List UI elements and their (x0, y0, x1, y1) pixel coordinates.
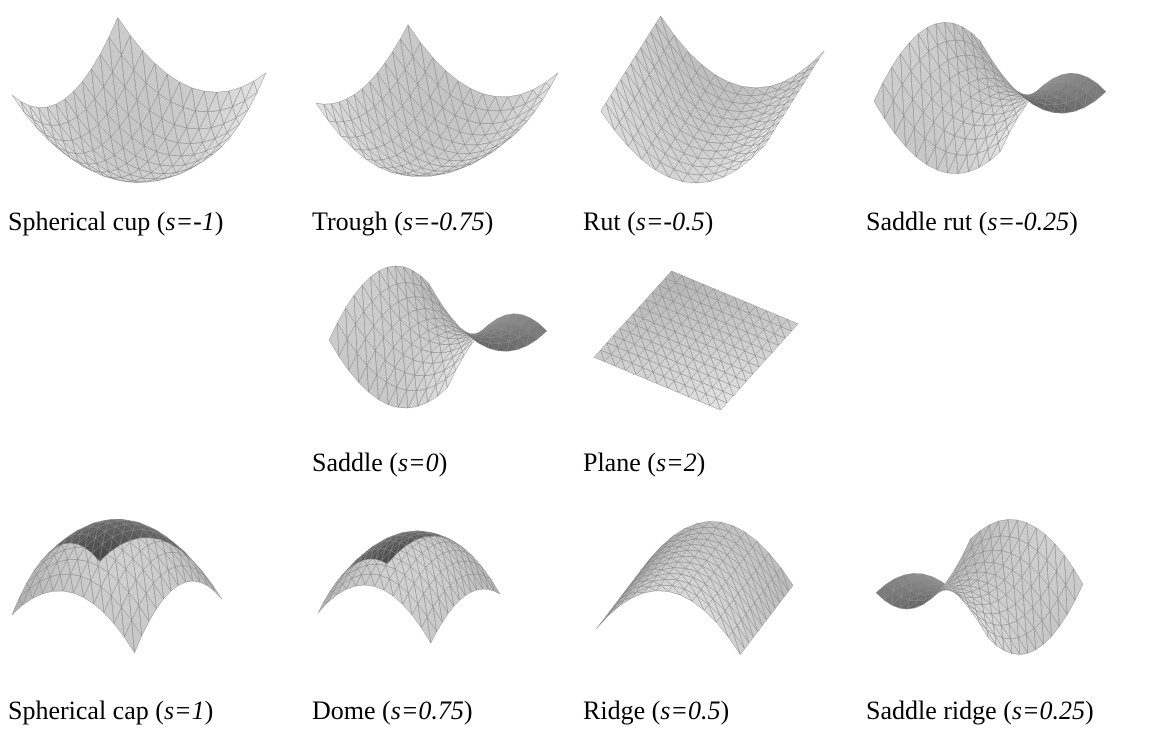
caption-dome: Dome (s=0.75) (312, 696, 473, 726)
mesh-triangle (212, 584, 222, 600)
mesh-triangle (1074, 569, 1083, 601)
caption-spherical-cup: Spherical cup (s=-1) (8, 207, 223, 237)
saddle-rut-surface (870, 8, 1110, 188)
panel-spherical-cap (8, 496, 226, 676)
caption-spherical-cap: Spherical cap (s=1) (8, 696, 213, 726)
caption-plane: Plane (s=2) (583, 448, 705, 478)
panel-saddle (312, 262, 564, 412)
rut-surface (590, 12, 835, 187)
saddle-ridge-surface (872, 502, 1087, 672)
caption-rut: Rut (s=-0.5) (583, 207, 713, 237)
mesh-triangle (596, 616, 608, 629)
panel-saddle-rut (870, 8, 1110, 188)
dome-surface (314, 496, 504, 678)
panel-ridge (592, 500, 797, 676)
panel-spherical-cup (8, 10, 270, 190)
panel-saddle-ridge (872, 502, 1087, 672)
caption-trough: Trough (s=-0.75) (312, 207, 493, 237)
trough-surface (312, 8, 562, 193)
mesh-triangle (806, 59, 820, 72)
panel-plane (590, 258, 802, 423)
caption-saddle: Saddle (s=0) (312, 448, 447, 478)
caption-saddle-rut: Saddle rut (s=-0.25) (866, 207, 1078, 237)
plane-surface (590, 258, 802, 423)
panel-trough (312, 8, 562, 193)
caption-saddle-ridge: Saddle ridge (s=0.25) (866, 696, 1094, 726)
spherical-cap-surface (8, 496, 226, 676)
panel-dome (314, 496, 504, 678)
mesh-triangle (605, 604, 617, 617)
spherical-cup-surface (8, 10, 270, 190)
saddle-surface (312, 262, 564, 412)
mesh-triangle (1096, 83, 1107, 100)
mesh-triangle (318, 602, 327, 613)
mesh-triangle (811, 51, 825, 64)
ridge-surface (592, 500, 797, 676)
mesh-triangle (537, 323, 547, 339)
mesh-triangle (600, 610, 612, 623)
caption-ridge: Ridge (s=0.5) (583, 696, 729, 726)
panel-rut (590, 12, 835, 187)
